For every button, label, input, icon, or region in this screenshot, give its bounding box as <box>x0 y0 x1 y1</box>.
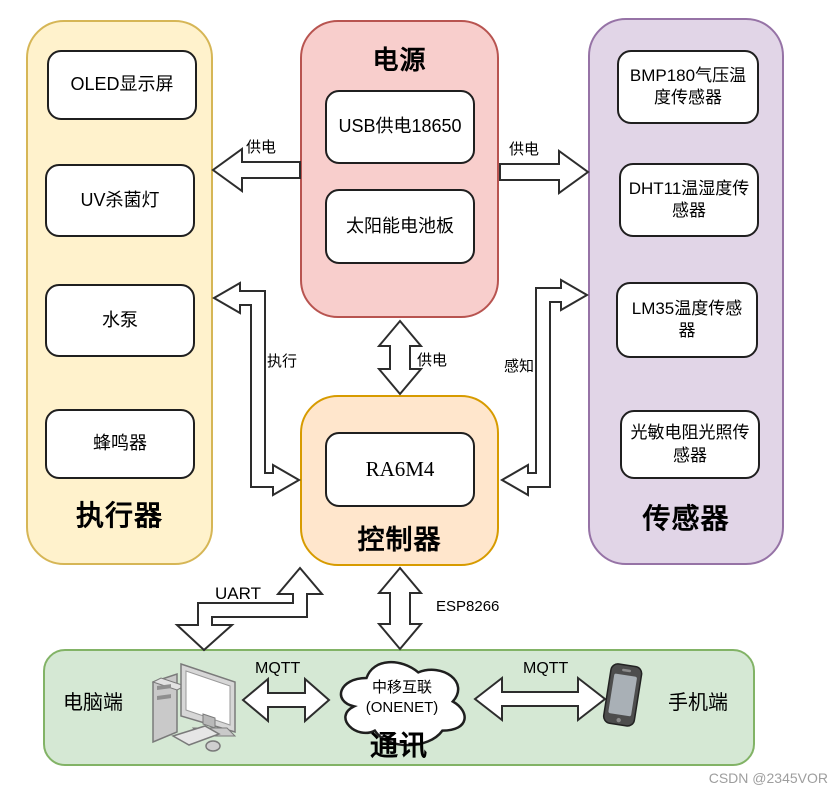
cloud-platform-label: 中移互联 (ONENET) <box>332 678 472 719</box>
edge-label-esp8266: ESP8266 <box>436 598 500 615</box>
arrow-controller-to-comm <box>376 566 424 651</box>
node-ra6m4: RA6M4 <box>325 432 475 507</box>
node-oled-display: OLED显示屏 <box>47 50 197 120</box>
node-buzzer: 蜂鸣器 <box>45 409 195 479</box>
arrow-power-to-controller <box>376 319 424 396</box>
group-title-communication: 通讯 <box>369 730 428 761</box>
edge-label-uart: UART <box>215 584 261 603</box>
cloud-platform-line1: 中移互联 <box>371 679 432 696</box>
node-usb-18650: USB供电18650 <box>325 90 475 164</box>
edge-label-power-controller: 供电 <box>417 352 448 369</box>
edge-label-power-actuators: 供电 <box>246 139 277 156</box>
phone-endpoint-label: 手机端 <box>668 692 728 714</box>
cloud-icon <box>339 660 466 747</box>
node-water-pump: 水泵 <box>45 284 195 357</box>
pc-endpoint-label: 电脑端 <box>63 692 123 714</box>
group-title-sensors: 传感器 <box>642 503 730 534</box>
arrow-uart <box>174 566 325 652</box>
edge-label-mqtt-left: MQTT <box>255 660 301 677</box>
arrow-controller-to-actuators <box>211 281 302 497</box>
smartphone-icon <box>602 663 643 727</box>
node-lm35: LM35温度传感器 <box>616 282 758 358</box>
computer-icon <box>151 662 237 752</box>
edge-label-sense: 感知 <box>504 358 535 375</box>
node-solar-panel: 太阳能电池板 <box>325 189 475 264</box>
edge-label-execute: 执行 <box>267 353 298 370</box>
csdn-watermark: CSDN @2345VOR <box>708 770 828 786</box>
node-uv-lamp: UV杀菌灯 <box>45 164 195 237</box>
node-bmp180: BMP180气压温度传感器 <box>617 50 759 124</box>
edge-label-power-sensors: 供电 <box>509 141 540 158</box>
group-title-controller: 控制器 <box>357 525 442 555</box>
node-dht11: DHT11温湿度传感器 <box>619 163 759 237</box>
group-power <box>300 20 499 318</box>
node-ldr: 光敏电阻光照传感器 <box>620 410 760 479</box>
cloud-platform-line2: (ONENET) <box>365 699 439 717</box>
group-title-power: 电源 <box>372 45 427 75</box>
arrow-controller-to-sensors <box>499 278 590 497</box>
edge-label-mqtt-right: MQTT <box>523 660 569 677</box>
group-title-actuators: 执行器 <box>75 500 163 531</box>
